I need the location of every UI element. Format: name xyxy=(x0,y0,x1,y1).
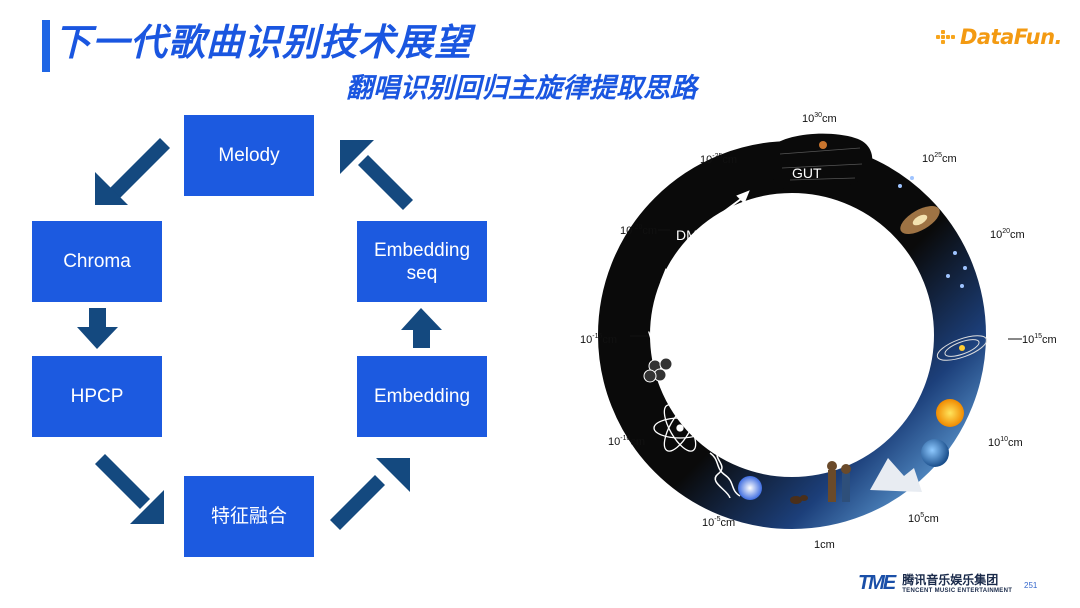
scale-label-1cm: 1cm xyxy=(814,539,835,551)
scale-label-10-30: 1030cm xyxy=(802,112,837,125)
dna-icon xyxy=(709,449,741,499)
serpent-eye xyxy=(819,141,827,149)
scale-label-10-25: 1025cm xyxy=(922,152,957,165)
node-embedding-seq: Embedding seq xyxy=(357,221,487,302)
cosmic-uroboros-figure: GUT DM? W,Z xyxy=(580,112,1057,551)
scale-label-10-neg20: 10-20cm xyxy=(620,224,657,237)
datafun-logo: DataFun. xyxy=(936,22,1063,52)
tme-logo: TME 腾讯音乐娱乐集团 TENCENT MUSIC ENTERTAINMENT xyxy=(858,572,1012,595)
page-title: 下一代歌曲识别技术展望 xyxy=(54,21,472,64)
flow-arrows xyxy=(77,138,442,530)
scale-ticks xyxy=(630,229,1022,340)
scale-label-10-10: 1010cm xyxy=(988,436,1023,449)
cell-icon xyxy=(738,476,762,500)
constellation-icon xyxy=(898,176,967,288)
earth-icon xyxy=(921,439,949,467)
label-dm: DM? xyxy=(676,227,706,243)
label-gut: GUT xyxy=(792,165,822,181)
arrow-hpcp-to-fusion xyxy=(95,454,164,524)
node-embedding: Embedding xyxy=(357,356,487,437)
page-number: 251 xyxy=(1024,581,1038,590)
sun-icon xyxy=(936,399,964,427)
node-feature-fusion: 特征融合 xyxy=(184,476,314,557)
scale-label-10-neg10: 10-10cm xyxy=(608,435,645,448)
node-chroma: Chroma xyxy=(32,221,162,302)
scale-label-10-5: 105cm xyxy=(908,512,939,525)
scale-label-10-neg5: 10-5cm xyxy=(702,516,735,529)
nucleus-icon xyxy=(643,357,673,383)
mountain-icon xyxy=(870,458,922,492)
company-name-cn: 腾讯音乐娱乐集团 xyxy=(902,572,999,587)
people-icon xyxy=(827,461,851,502)
atom-icon xyxy=(653,404,707,452)
arrow-embedding-to-seq xyxy=(401,308,442,348)
arrow-fusion-to-embedding xyxy=(330,458,410,530)
galaxy-icon xyxy=(900,206,940,234)
company-name-en: TENCENT MUSIC ENTERTAINMENT xyxy=(902,587,1013,594)
ant-icon xyxy=(790,495,808,504)
brand-name: DataFun. xyxy=(960,25,1063,49)
scale-label-10-neg25: 10-25cm xyxy=(700,153,737,166)
scale-label-10-neg15: 10-15cm xyxy=(580,333,617,346)
page-subtitle: 翻唱识别回归主旋律提取思路 xyxy=(346,73,697,104)
node-hpcp: HPCP xyxy=(32,356,162,437)
tme-mark: TME xyxy=(858,572,896,594)
logo-dots-icon xyxy=(936,30,958,44)
arrow-melody-to-chroma xyxy=(95,138,170,205)
solar-system-icon xyxy=(936,335,988,361)
label-wz: W,Z xyxy=(648,328,673,344)
serpent-head xyxy=(767,133,873,193)
scale-label-10-15: 1015cm xyxy=(1022,333,1057,346)
title-accent-bar xyxy=(42,20,50,72)
arrow-seq-to-melody xyxy=(340,140,413,210)
arrow-chroma-to-hpcp xyxy=(77,308,118,349)
node-melody: Melody xyxy=(184,115,314,196)
scale-label-10-20: 1020cm xyxy=(990,228,1025,241)
dm-arrows xyxy=(660,190,750,282)
